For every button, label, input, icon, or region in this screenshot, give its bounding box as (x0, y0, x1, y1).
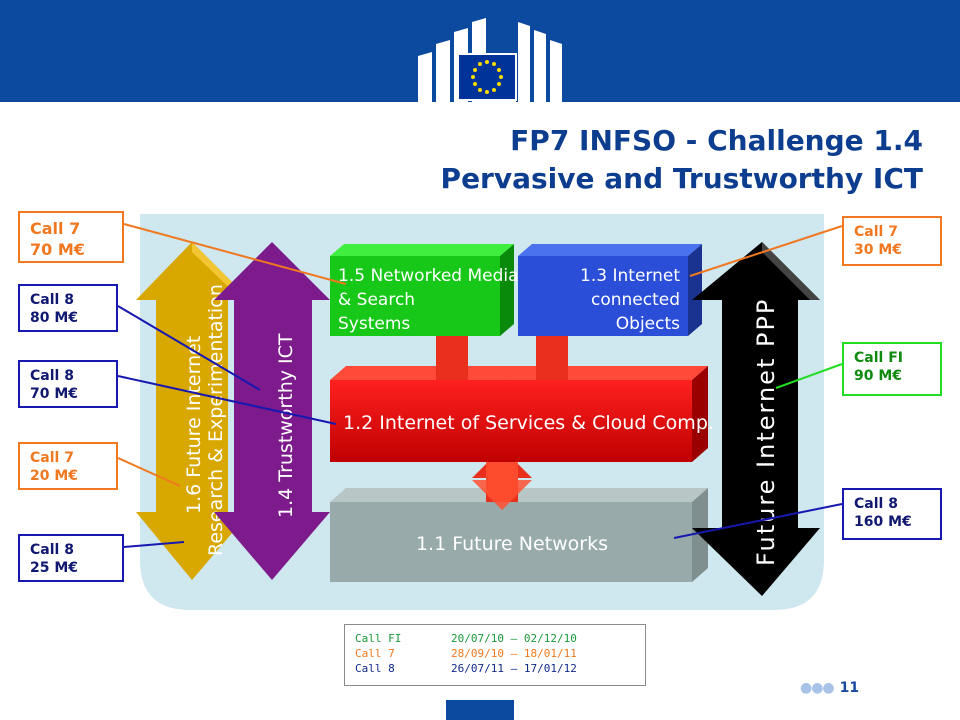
page-number-value: 11 (839, 680, 860, 696)
legend-dates: 28/09/10 – 18/01/11 (451, 647, 577, 660)
callout-c5-line2: 25 M€ (30, 560, 79, 576)
callout-c2-line1: Call 8 (30, 292, 74, 308)
legend-call: Call 7 (355, 647, 395, 660)
callout-call7-20: Call 7 20 M€ (18, 442, 118, 490)
legend-row-call7: Call 7 28/09/10 – 18/01/11 (355, 646, 645, 661)
callout-c6-line1: Call 7 (854, 224, 898, 240)
slide-title: FP7 INFSO - Challenge 1.4 Pervasive and … (441, 122, 923, 198)
networked-media-label-3: Systems (338, 314, 410, 334)
connector-c8 (673, 503, 843, 539)
legend-call: Call 8 (355, 662, 395, 675)
trustworthy-label: 1.4 Trustworthy ICT (275, 333, 297, 518)
connector-c5 (123, 541, 185, 548)
callout-call8-25: Call 8 25 M€ (18, 534, 124, 582)
callout-call8-160: Call 8 160 M€ (842, 488, 942, 540)
callout-c6-line2: 30 M€ (854, 242, 903, 258)
internet-of-services-block (330, 366, 708, 462)
ppp-label: Future Internet PPP (752, 298, 780, 566)
fire-label-2: Research & Experimentation (205, 284, 227, 556)
connector-c3 (117, 375, 337, 425)
callout-c4-line1: Call 7 (30, 450, 74, 466)
networked-media-label-1: 1.5 Networked Media (338, 266, 519, 286)
ppp-arrow (692, 242, 820, 596)
callout-call8-80: Call 8 80 M€ (18, 284, 118, 332)
future-networks-block (330, 488, 708, 582)
legend-dates: 20/07/10 – 02/12/10 (451, 632, 577, 645)
callout-call8-70: Call 8 70 M€ (18, 360, 118, 408)
internet-of-services-label: 1.2 Internet of Services & Cloud Comp. (343, 412, 714, 434)
iot-label-2: connected (591, 290, 680, 310)
connector-c4 (117, 457, 181, 487)
trustworthy-arrow (214, 242, 330, 580)
title-line-1: FP7 INFSO - Challenge 1.4 (510, 124, 923, 157)
callout-c7-line1: Call FI (854, 350, 903, 366)
callout-c8-line1: Call 8 (854, 496, 898, 512)
networked-media-block (330, 244, 514, 336)
european-commission-logo (418, 14, 568, 102)
networked-media-label-2: & Search (338, 290, 415, 310)
callout-c3-line1: Call 8 (30, 368, 74, 384)
connector-c6 (689, 225, 843, 277)
callout-c5-line1: Call 8 (30, 542, 74, 558)
callout-c1-line2: 70 M€ (30, 240, 85, 259)
red-arrow-lower (472, 448, 532, 510)
callout-call7-70: Call 7 70 M€ (18, 211, 124, 263)
callout-c3-line2: 70 M€ (30, 386, 79, 402)
iot-label-3: Objects (616, 314, 680, 334)
legend-call: Call FI (355, 632, 402, 645)
title-line-2: Pervasive and Trustworthy ICT (440, 162, 923, 195)
connector-c7 (775, 363, 843, 389)
connector-c2 (117, 305, 261, 391)
callout-c2-line2: 80 M€ (30, 310, 79, 326)
fire-label-1: 1.6 Future Internet (183, 336, 205, 514)
callout-c1-line1: Call 7 (30, 219, 81, 238)
callout-c8-line2: 160 M€ (854, 514, 912, 530)
page-dots-icon: ●●● (800, 680, 835, 696)
iot-label-1: 1.3 Internet (580, 266, 680, 286)
legend-dates: 26/07/11 – 17/01/12 (451, 662, 577, 675)
page-number: ●●●11 (800, 680, 859, 696)
footer-tab (446, 700, 514, 720)
future-networks-label: 1.1 Future Networks (416, 533, 608, 555)
callout-callfi-90: Call FI 90 M€ (842, 342, 942, 396)
connector-c1 (123, 223, 347, 285)
legend-row-call8: Call 8 26/07/11 – 17/01/12 (355, 661, 645, 676)
call-dates-legend: Call FI 20/07/10 – 02/12/10 Call 7 28/09… (344, 624, 646, 686)
callout-call7-30: Call 7 30 M€ (842, 216, 942, 266)
legend-row-callfi: Call FI 20/07/10 – 02/12/10 (355, 631, 645, 646)
callout-c4-line2: 20 M€ (30, 468, 79, 484)
callout-c7-line2: 90 M€ (854, 368, 903, 384)
iot-block (518, 244, 702, 336)
